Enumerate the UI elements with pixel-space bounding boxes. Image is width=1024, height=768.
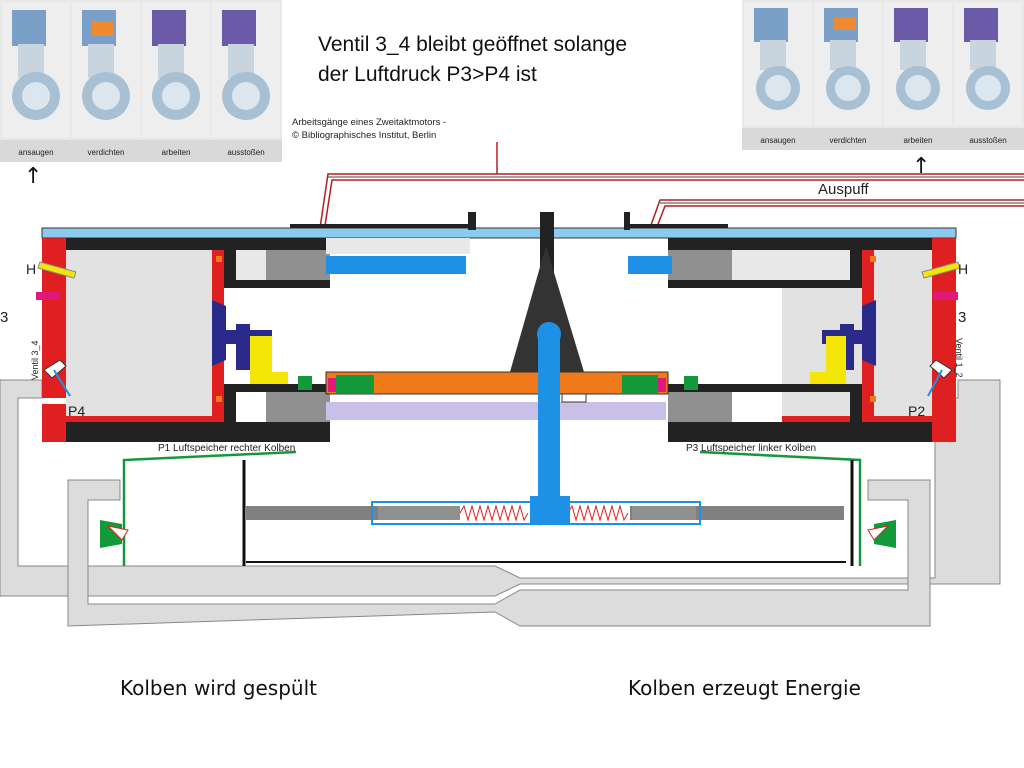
cycle-thumbnails-right: ansaugen verdichten arbeiten ausstoßen bbox=[742, 0, 1024, 150]
pressure-label-p4: P4 bbox=[68, 403, 85, 419]
cycle-step-label: verdichten bbox=[88, 148, 125, 157]
thumb-2 bbox=[814, 2, 882, 126]
cycle-step-label: verdichten bbox=[830, 136, 867, 145]
thumb-3 bbox=[884, 2, 952, 126]
cycle-step-label: ansaugen bbox=[760, 136, 795, 145]
ventil-label-left: Ventil 3_4 bbox=[30, 340, 40, 380]
auspuff-label: Auspuff bbox=[818, 181, 869, 198]
thumb-caption-band bbox=[742, 128, 1024, 150]
ventil-label-right: Ventil 1_2 bbox=[954, 338, 964, 378]
cycle-step-label: ausstoßen bbox=[969, 136, 1006, 145]
heading: Ventil 3_4 bleibt geöffnet solange der L… bbox=[318, 30, 627, 90]
air-reservoir-label-left-piston: P3 Luftspeicher linker Kolben bbox=[686, 443, 816, 454]
engine-block bbox=[36, 212, 961, 548]
cycle-step-label: arbeiten bbox=[904, 136, 933, 145]
credit-line-2: © Bibliographisches Institut, Berlin bbox=[292, 130, 437, 141]
thumb-caption-band bbox=[0, 140, 282, 162]
cycle-step-label: arbeiten bbox=[162, 148, 191, 157]
caption-right: Kolben erzeugt Energie bbox=[628, 676, 861, 700]
caption-left: Kolben wird gespült bbox=[120, 676, 317, 700]
cycle-thumbnails-left: ansaugen verdichten arbeiten ausstoßen bbox=[0, 0, 282, 162]
spark-plug-label-right: H bbox=[958, 261, 968, 277]
air-duct-inner bbox=[67, 479, 931, 627]
diagram-labels: Auspuff H H 3 3 Ventil 3_4 Ventil 1_2 P4… bbox=[0, 181, 968, 454]
pressure-label-p2: P2 bbox=[908, 403, 925, 419]
cycle-step-label: ansaugen bbox=[18, 148, 53, 157]
up-arrow-left: ↑ bbox=[24, 164, 43, 189]
port-number-left: 3 bbox=[0, 309, 8, 326]
heading-line-2: der Luftdruck P3>P4 ist bbox=[318, 63, 537, 86]
thumb-4 bbox=[212, 2, 280, 138]
thumb-4 bbox=[954, 2, 1022, 126]
port-number-right: 3 bbox=[958, 309, 966, 326]
exhaust-lines-dark bbox=[328, 176, 1024, 204]
thumb-2 bbox=[72, 2, 140, 138]
credit-line-1: Arbeitsgänge eines Zweitaktmotors - bbox=[292, 117, 447, 128]
thumb-3 bbox=[142, 2, 210, 138]
image-credit: Arbeitsgänge eines Zweitaktmotors - © Bi… bbox=[292, 116, 446, 142]
air-reservoir-label-right-piston: P1 Luftspeicher rechter Kolben bbox=[158, 443, 295, 454]
thumb-1 bbox=[744, 2, 812, 126]
heading-line-1: Ventil 3_4 bleibt geöffnet solange bbox=[318, 33, 628, 56]
spark-plug-label-left: H bbox=[26, 261, 36, 277]
up-arrow-right: ↑ bbox=[912, 154, 931, 179]
cycle-step-label: ausstoßen bbox=[227, 148, 264, 157]
thumb-1 bbox=[2, 2, 70, 138]
